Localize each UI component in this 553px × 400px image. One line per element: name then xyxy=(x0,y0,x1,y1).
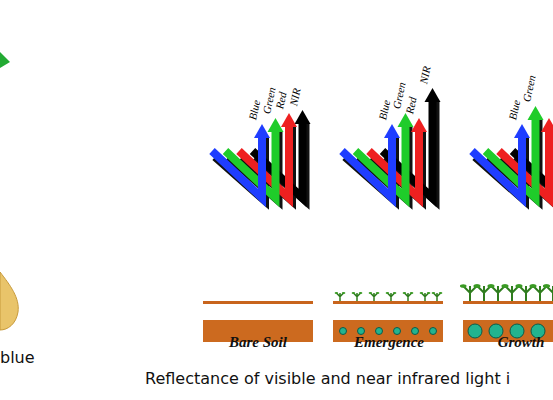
caption: Reflectance of visible and near infrared… xyxy=(145,369,510,388)
leaf xyxy=(376,292,380,294)
leaf xyxy=(439,292,443,294)
seed xyxy=(430,328,437,335)
arrow-head xyxy=(384,124,400,138)
sprout xyxy=(370,293,377,301)
band-label: Green xyxy=(521,74,537,103)
sprout xyxy=(519,286,533,301)
band-label: Blue xyxy=(247,99,262,121)
band-label: Red xyxy=(274,91,288,110)
sprout xyxy=(336,293,343,301)
seed xyxy=(412,328,419,335)
fragment-label: blue xyxy=(0,350,35,366)
sprout xyxy=(404,293,411,301)
leaf xyxy=(487,284,494,288)
arrow-head xyxy=(514,124,530,138)
sprout xyxy=(463,286,477,301)
leaf xyxy=(410,292,414,294)
leaf xyxy=(460,284,467,288)
band-label: NIR xyxy=(288,87,302,107)
arrow-head xyxy=(398,113,414,127)
leaf xyxy=(359,292,363,294)
leaf xyxy=(403,292,407,294)
leaf xyxy=(516,284,523,288)
band-label: Blue xyxy=(507,99,522,121)
leaf xyxy=(502,284,509,288)
leaf xyxy=(473,284,480,288)
leaf xyxy=(543,284,550,288)
seed xyxy=(394,328,401,335)
leaf xyxy=(393,292,397,294)
leaf xyxy=(369,292,373,294)
leaf xyxy=(515,284,522,288)
leaf xyxy=(543,284,550,288)
leaf xyxy=(427,292,431,294)
leaf xyxy=(420,292,424,294)
light-band xyxy=(472,137,522,198)
leaf xyxy=(529,284,536,288)
sprout xyxy=(491,286,505,301)
seed xyxy=(340,328,347,335)
leaf xyxy=(474,284,481,288)
arrow-head xyxy=(281,113,297,127)
soil-surface xyxy=(463,301,553,304)
sprout xyxy=(387,293,394,301)
arrow-head xyxy=(254,124,270,138)
leaf xyxy=(432,292,436,294)
band-label: NIR xyxy=(418,65,432,85)
soil-surface xyxy=(203,301,313,304)
sprout xyxy=(421,293,428,301)
leaf xyxy=(386,292,390,294)
sprout xyxy=(433,293,440,301)
leaf xyxy=(488,284,495,288)
band-label: Red xyxy=(404,96,418,115)
sprout xyxy=(353,293,360,301)
seed xyxy=(358,328,365,335)
leaf xyxy=(335,292,339,294)
stage-label: Growth xyxy=(498,335,545,350)
sprout xyxy=(546,286,553,301)
stage-label: Emergence xyxy=(354,335,424,350)
sprout xyxy=(533,286,547,301)
arrow-fragment xyxy=(0,52,10,68)
seed xyxy=(468,324,482,338)
light-band xyxy=(342,137,392,198)
stage-label: Bare Soil xyxy=(229,335,287,350)
arrow-head xyxy=(411,118,427,132)
arrow-head xyxy=(425,88,441,102)
soil-surface xyxy=(333,301,443,304)
arrow-head xyxy=(268,118,284,132)
soil-panels xyxy=(203,284,553,342)
sprout xyxy=(477,286,491,301)
light-band xyxy=(212,137,262,198)
band-label: Blue xyxy=(377,99,392,121)
arrow-head xyxy=(541,118,553,132)
arrow-head xyxy=(295,110,311,124)
leaf xyxy=(530,284,537,288)
leaf xyxy=(501,284,508,288)
sprout xyxy=(505,286,519,301)
seed xyxy=(376,328,383,335)
droplet-fragment xyxy=(0,272,18,330)
leaf xyxy=(352,292,356,294)
leaf xyxy=(342,292,346,294)
arrow-head xyxy=(528,106,544,120)
